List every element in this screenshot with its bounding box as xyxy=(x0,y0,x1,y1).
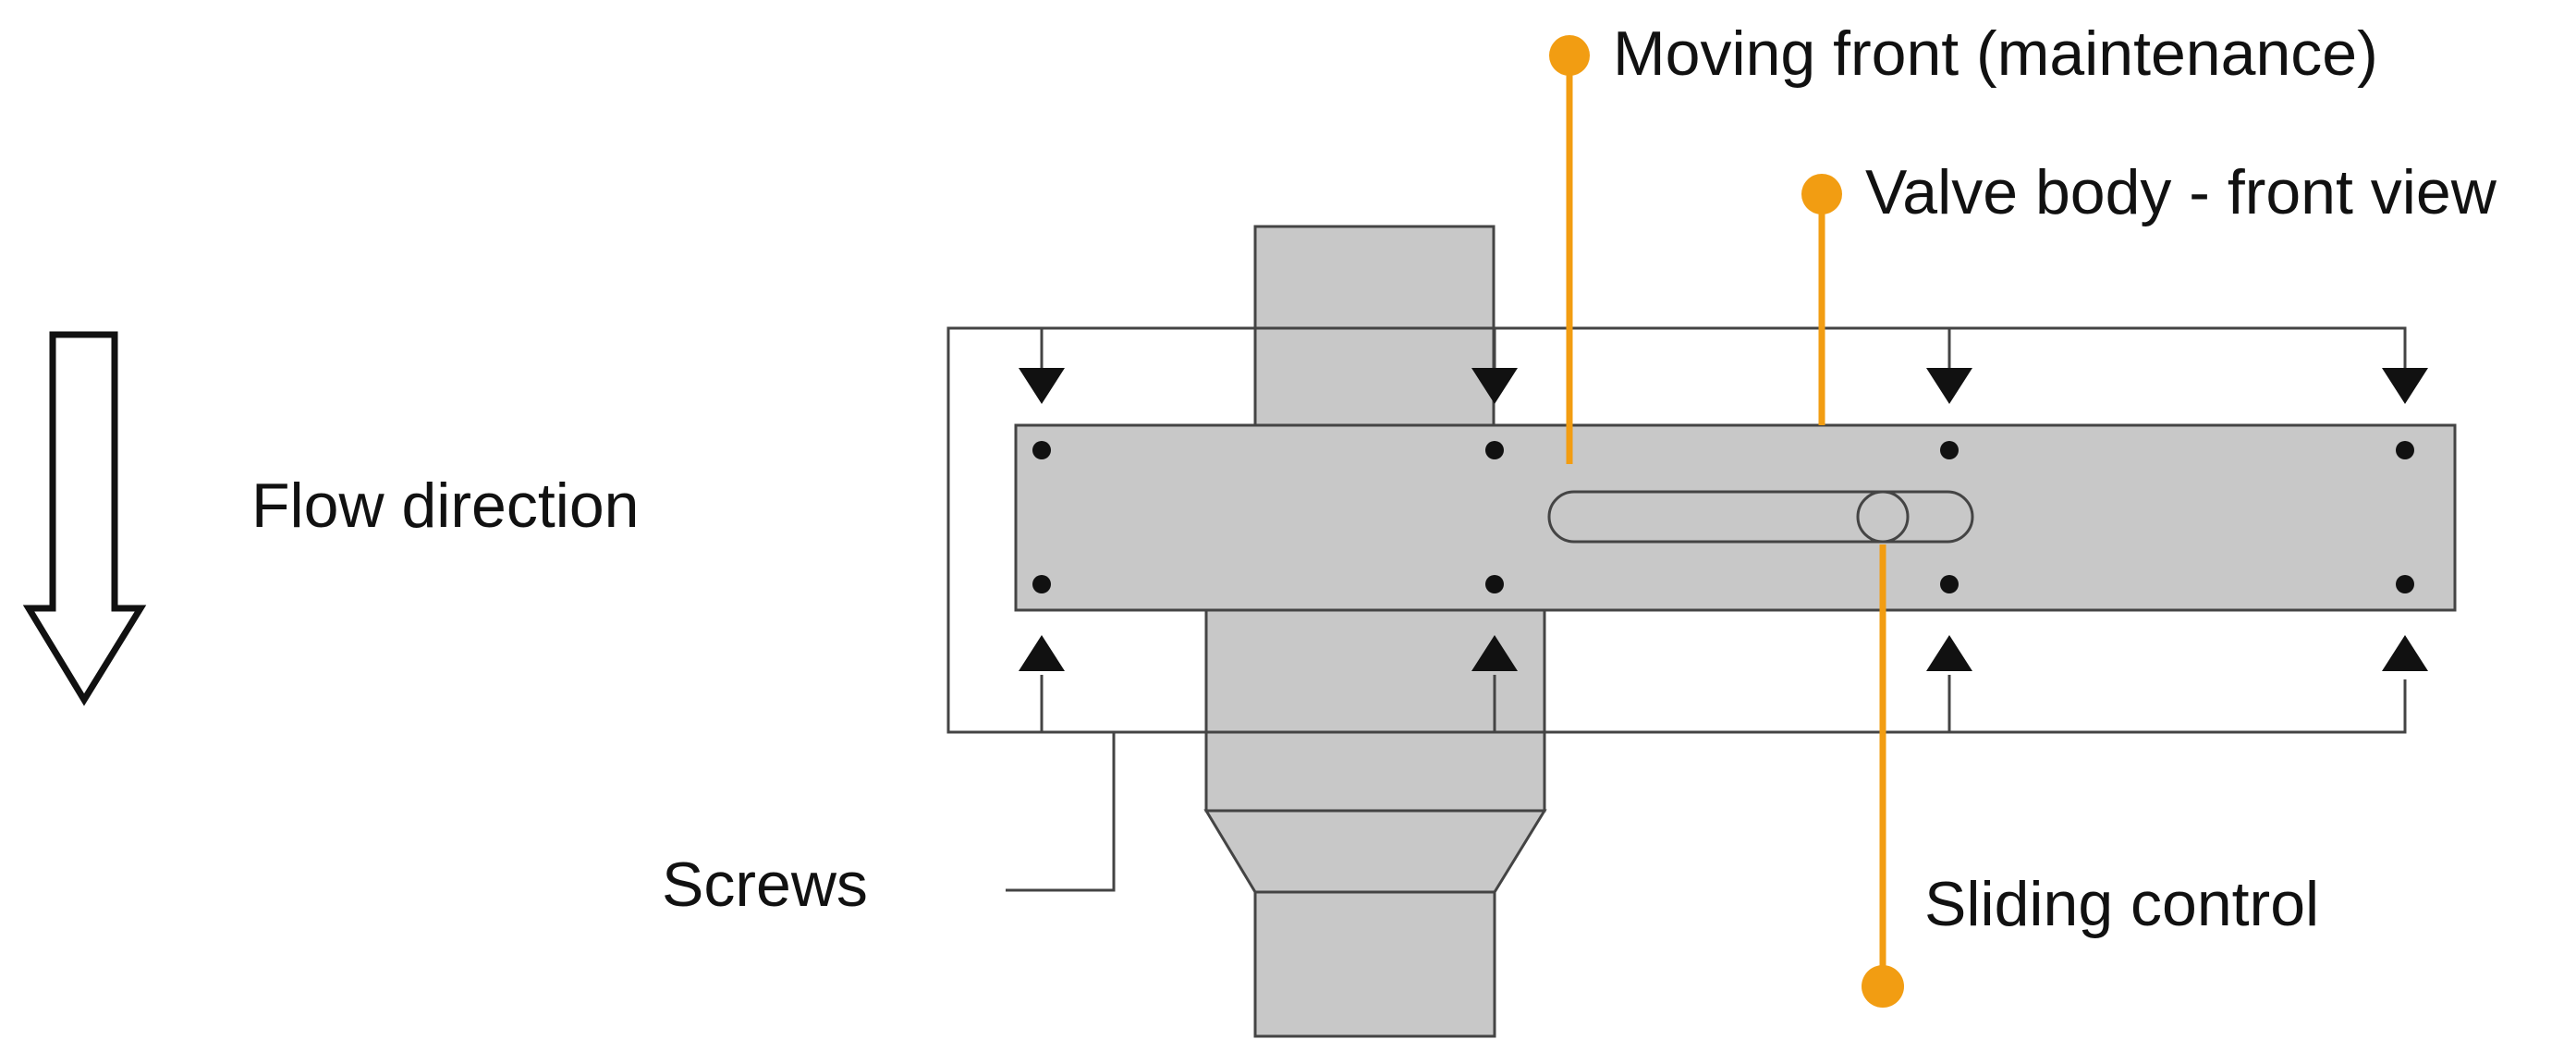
screws-leader-line xyxy=(1006,732,1116,892)
bracket-bottom-line xyxy=(946,421,2407,734)
screw-marker-bottom-4 xyxy=(2382,635,2428,671)
screws-label: Screws xyxy=(662,850,868,920)
flow-direction-arrow-icon xyxy=(22,331,147,706)
bracket-top-line xyxy=(946,326,2407,425)
pipe xyxy=(1203,225,1547,1038)
screw-holes xyxy=(1032,441,2414,593)
pipe-reducer xyxy=(1203,809,1547,894)
screw-marker-bottom-3 xyxy=(1926,635,1972,671)
screw-hole xyxy=(2396,575,2414,593)
pipe-bottom-section xyxy=(1253,890,1496,1038)
pipe-upper-section xyxy=(1253,225,1496,427)
screw-marker-top-4 xyxy=(2382,368,2428,404)
screw-hole xyxy=(1032,441,1051,459)
screw-hole xyxy=(1940,575,1959,593)
slide-knob xyxy=(1856,490,1910,544)
moving-front-callout-dot xyxy=(1549,35,1590,76)
screw-marker-bottom-2 xyxy=(1471,635,1518,671)
screw-hole xyxy=(2396,441,2414,459)
moving-front-label: Moving front (maintenance) xyxy=(1613,18,2378,89)
screw-marker-bottom-1 xyxy=(1019,635,1065,671)
screw-hole xyxy=(1485,575,1504,593)
screw-hole xyxy=(1940,441,1959,459)
screw-marker-top-3 xyxy=(1926,368,1972,404)
pipe-lower-wide-section xyxy=(1204,604,1546,813)
screw-marker-top-1 xyxy=(1019,368,1065,404)
screw-hole xyxy=(1032,575,1051,593)
flow-direction-label: Flow direction xyxy=(251,471,640,541)
screw-markers xyxy=(1019,368,2428,671)
valve-body-callout-dot xyxy=(1801,174,1842,214)
sliding-control-callout-dot xyxy=(1862,965,1904,1008)
screws-bracket xyxy=(946,326,2407,892)
sliding-control-label: Sliding control xyxy=(1924,869,2319,939)
screw-hole xyxy=(1485,441,1504,459)
callouts xyxy=(1549,35,1904,1008)
screw-marker-top-2 xyxy=(1471,368,1518,404)
valve-body-label: Valve body - front view xyxy=(1865,157,2497,227)
